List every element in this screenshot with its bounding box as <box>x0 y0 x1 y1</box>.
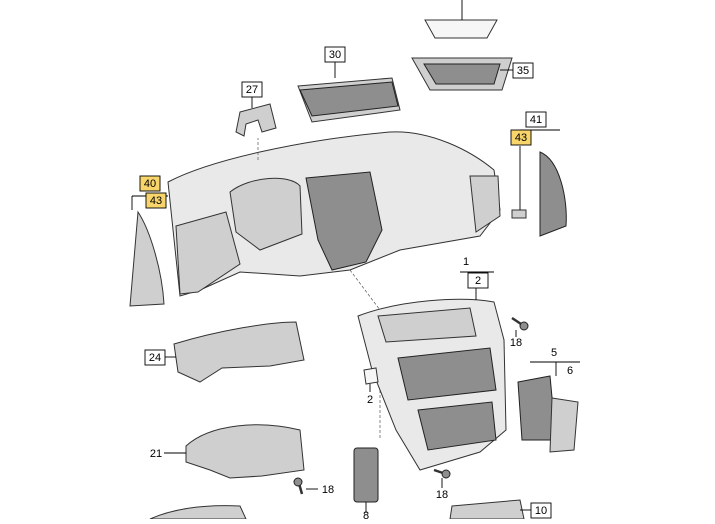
part-24-column-cover-upper <box>173 321 305 383</box>
svg-text:10: 10 <box>535 505 547 517</box>
callout-18-bottom-left: 18 <box>306 484 334 496</box>
callout-1: 1 <box>463 256 469 268</box>
svg-text:18: 18 <box>436 489 448 501</box>
svg-text:1: 1 <box>463 256 469 268</box>
part-27-bracket <box>235 103 277 137</box>
callout-18-bottom-mid: 18 <box>436 478 448 501</box>
callout-2-clip: 2 <box>367 394 373 406</box>
part-41-right-side-trim <box>511 129 567 237</box>
callout-40: 40 <box>139 175 161 192</box>
svg-text:21: 21 <box>150 448 162 460</box>
part-5-6-bracket <box>517 361 580 453</box>
svg-text:41: 41 <box>530 114 542 126</box>
part-10-strip <box>449 499 525 520</box>
svg-text:35: 35 <box>517 65 529 77</box>
callout-43-right: 43 <box>510 129 532 146</box>
callout-30: 30 <box>324 46 346 78</box>
screw-18-bottom-mid <box>433 468 451 479</box>
screw-18-bottom-left <box>293 477 304 495</box>
svg-text:2: 2 <box>367 394 373 406</box>
svg-text:2: 2 <box>475 275 481 287</box>
callout-18-right: 18 <box>510 330 522 349</box>
screw-18-right <box>511 316 529 331</box>
svg-text:5: 5 <box>551 347 557 359</box>
callout-6: 6 <box>567 365 573 377</box>
callout-21: 21 <box>150 448 186 460</box>
svg-text:30: 30 <box>329 49 341 61</box>
part-35-storage-tray <box>411 0 513 91</box>
callout-24: 24 <box>144 349 176 366</box>
callout-10: 10 <box>520 502 552 519</box>
callout-2-top: 2 <box>467 272 489 289</box>
svg-text:43: 43 <box>150 195 162 207</box>
callout-35: 35 <box>500 62 534 79</box>
part-1-center-console <box>357 271 507 471</box>
svg-text:18: 18 <box>322 484 334 496</box>
svg-text:6: 6 <box>567 365 573 377</box>
part-21-column-cover-lower <box>185 424 305 479</box>
dashboard-assembly <box>167 131 501 440</box>
svg-text:18: 18 <box>510 337 522 349</box>
clip-2 <box>363 367 379 392</box>
svg-text:8: 8 <box>363 510 369 519</box>
svg-text:43: 43 <box>515 132 527 144</box>
svg-text:40: 40 <box>144 178 156 190</box>
svg-text:27: 27 <box>246 84 258 96</box>
callout-27: 27 <box>241 81 263 108</box>
callout-41: 41 <box>525 111 547 128</box>
part-30-cover <box>297 77 401 123</box>
svg-text:24: 24 <box>149 352 161 364</box>
callout-8: 8 <box>363 510 369 522</box>
part-8-panel <box>353 447 379 513</box>
callout-43-left: 43 <box>145 192 167 209</box>
callout-5: 5 <box>551 347 557 359</box>
part-40-left-side-trim <box>129 195 168 307</box>
part-bottom-left-partial <box>149 505 247 520</box>
